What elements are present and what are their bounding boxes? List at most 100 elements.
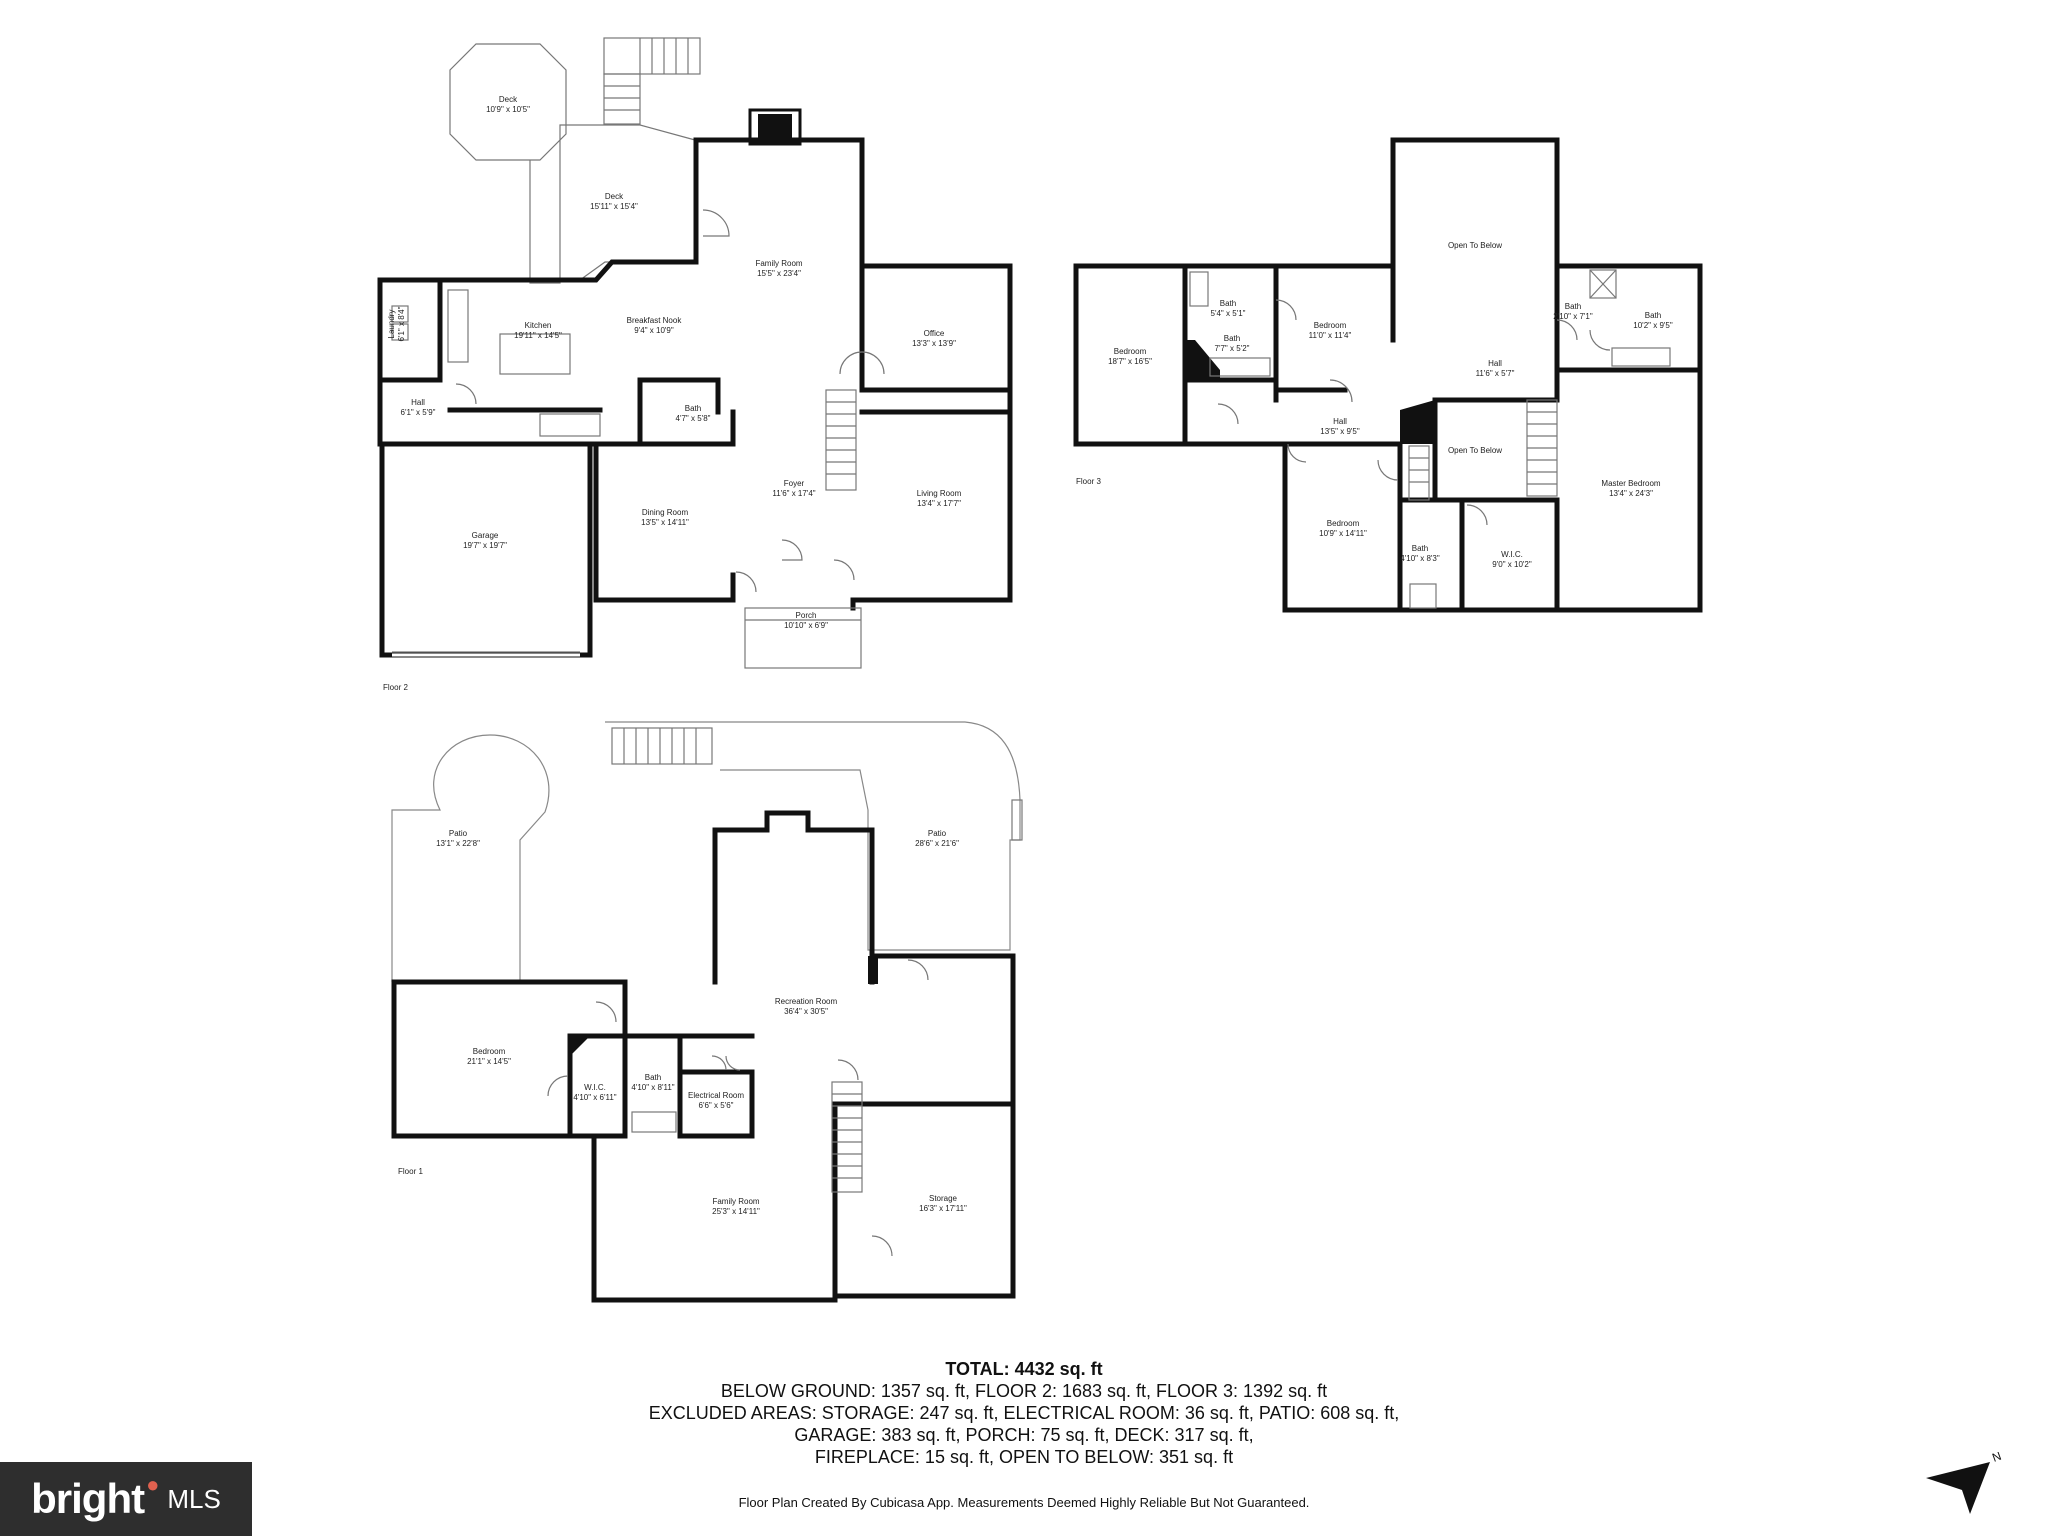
room-dims: 13'4" x 24'3" xyxy=(1609,489,1653,498)
area-breakdown-line: BELOW GROUND: 1357 sq. ft, FLOOR 2: 1683… xyxy=(720,1381,1328,1401)
floor-3-plan: Floor 3 Bedroom 18'7" x 16'5" Bath 5'4" … xyxy=(1073,137,1703,613)
north-arrow-shape xyxy=(1926,1462,1990,1514)
disclaimer: Floor Plan Created By Cubicasa App. Meas… xyxy=(738,1495,1310,1510)
excluded-areas-line: GARAGE: 383 sq. ft, PORCH: 75 sq. ft, DE… xyxy=(794,1425,1254,1445)
floor3-door-swings xyxy=(1217,299,1611,526)
room-dims: 11'6" x 17'4" xyxy=(772,489,815,498)
room-name: Storage xyxy=(929,1194,958,1203)
ac-unit xyxy=(1011,799,1023,841)
room-name: Family Room xyxy=(755,259,802,268)
excluded-areas-line: EXCLUDED AREAS: STORAGE: 247 sq. ft, ELE… xyxy=(648,1403,1400,1423)
room-dims: 13'5" x 14'11" xyxy=(641,518,689,527)
total-area: TOTAL: 4432 sq. ft xyxy=(945,1359,1103,1379)
bathtub-floor1 xyxy=(631,1111,677,1133)
room-dims: 19'7" x 19'7" xyxy=(463,541,507,550)
room-name: Master Bedroom xyxy=(1601,479,1660,488)
kitchen-island xyxy=(499,333,571,375)
room-dims: 6'1" x 5'9" xyxy=(401,408,436,417)
room-dims: 36'4" x 30'5" xyxy=(784,1007,828,1016)
room-name: Deck xyxy=(499,95,518,104)
room-name: Bedroom xyxy=(1327,519,1360,528)
room-name: Hall xyxy=(411,398,425,407)
room-name: Bath xyxy=(1565,302,1581,311)
room-dims: 16'3" x 17'11" xyxy=(919,1204,967,1213)
room-dims: 10'9" x 10'5" xyxy=(486,105,530,114)
room-dims: 4'10" x 6'11" xyxy=(573,1093,616,1102)
logo-dot-icon: ● xyxy=(146,1472,160,1497)
room-name: Open To Below xyxy=(1448,241,1502,250)
room-name: Garage xyxy=(472,531,499,540)
room-dims: 4'10" x 8'3" xyxy=(1400,554,1440,563)
kitchen-counter xyxy=(447,289,469,363)
floor1-label: Floor 1 xyxy=(398,1167,423,1176)
room-name: Laundry xyxy=(387,310,396,339)
room-dims: 10'10" x 6'9" xyxy=(784,621,828,630)
room-name: W.I.C. xyxy=(584,1083,606,1092)
north-arrow-icon: N xyxy=(1926,1452,2003,1514)
room-dims: 11'6" x 5'7" xyxy=(1476,369,1515,378)
bathtub xyxy=(1189,271,1209,307)
room-name: Bedroom xyxy=(473,1047,506,1056)
room-dims: 25'3" x 14'11" xyxy=(712,1207,760,1216)
room-name: Patio xyxy=(449,829,468,838)
patio-stairs xyxy=(611,727,713,765)
shower-x2 xyxy=(1589,269,1617,299)
washer xyxy=(391,305,409,323)
area-summary: TOTAL: 4432 sq. ft BELOW GROUND: 1357 sq… xyxy=(0,1358,2048,1468)
room-name: Hall xyxy=(1488,359,1502,368)
floor2-exterior-wall-west xyxy=(377,137,736,658)
porch-outline xyxy=(744,607,862,669)
room-dims: 13'5" x 9'5" xyxy=(1320,427,1360,436)
room-name: Porch xyxy=(796,611,817,620)
room-dims: 6'1" x 8'4" xyxy=(397,306,406,341)
floor-1-plan: Floor 1 Patio 13'1" x 22'8" Patio 28'6" … xyxy=(391,721,1023,1303)
shower-2 xyxy=(1409,583,1437,609)
logo-brand: bright xyxy=(31,1475,145,1522)
room-name: Recreation Room xyxy=(775,997,838,1006)
room-dims: 4'7" x 5'8" xyxy=(676,414,711,423)
floor1-wall-fill xyxy=(570,1036,590,1056)
floor1-interior-walls xyxy=(567,953,1016,1303)
floor2-interior-walls xyxy=(377,263,1013,603)
floor1-exterior-wall xyxy=(391,810,1016,1303)
room-dims: 15'11" x 15'4" xyxy=(590,202,638,211)
room-name: Bath xyxy=(1224,334,1240,343)
room-dims: 28'6" x 21'6" xyxy=(915,839,959,848)
room-name: Bedroom xyxy=(1314,321,1347,330)
room-name: Patio xyxy=(928,829,947,838)
room-dims: 2'10" x 7'1" xyxy=(1553,312,1593,321)
north-label: N xyxy=(1990,1452,2003,1465)
room-name: Electrical Room xyxy=(688,1091,744,1100)
room-name: Kitchen xyxy=(525,321,552,330)
deck-stairs xyxy=(603,37,701,125)
deck-octagon xyxy=(449,43,567,161)
kitchen-counter-south xyxy=(539,413,601,437)
room-name: Bath xyxy=(1645,311,1661,320)
room-name: Bedroom xyxy=(1114,347,1147,356)
room-dims: 19'11" x 14'5" xyxy=(514,331,562,340)
patio-left-outline xyxy=(391,734,550,982)
fireplace-hearth xyxy=(758,114,792,140)
room-name: Office xyxy=(924,329,945,338)
floor3-label: Floor 3 xyxy=(1076,477,1101,486)
room-name: Bath xyxy=(645,1073,661,1082)
floor3-interior-walls xyxy=(1182,263,1703,613)
room-dims: 13'1" x 22'8" xyxy=(436,839,480,848)
double-vanity xyxy=(1611,347,1671,367)
shower xyxy=(1589,269,1617,299)
room-dims: 6'6" x 5'6" xyxy=(699,1101,734,1110)
patio-right-outline xyxy=(605,721,1021,951)
room-dims: 18'7" x 16'5" xyxy=(1108,357,1152,366)
room-name: Foyer xyxy=(784,479,805,488)
room-dims: 13'4" x 17'7" xyxy=(917,499,961,508)
floor3-stairs xyxy=(1408,399,1558,501)
floor2-label: Floor 2 xyxy=(383,683,408,692)
room-dims: 10'2" x 9'5" xyxy=(1633,321,1673,330)
room-name: Living Room xyxy=(917,489,962,498)
bright-mls-logo: bright ● MLS xyxy=(0,1462,252,1536)
room-name: Hall xyxy=(1333,417,1347,426)
room-dims: 7'7" x 5'2" xyxy=(1215,344,1250,353)
room-dims: 9'0" x 10'2" xyxy=(1492,560,1532,569)
floor3-wall-fill-2 xyxy=(1400,400,1435,444)
